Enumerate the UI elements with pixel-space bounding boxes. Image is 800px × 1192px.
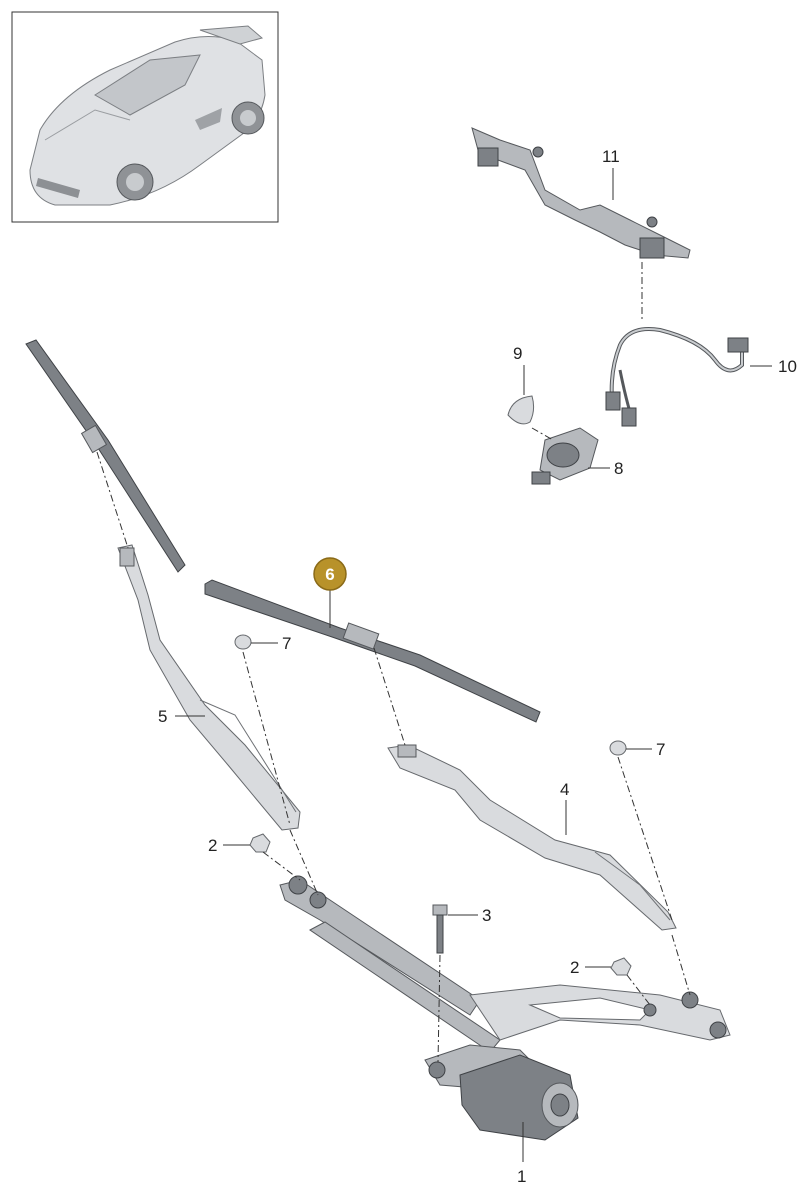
cap-left-part[interactable] — [234, 634, 252, 650]
wiper-linkage-motor-part[interactable] — [279, 875, 731, 1141]
nut-left-part[interactable] — [249, 833, 271, 853]
callout-2-right[interactable]: 2 — [570, 958, 611, 977]
svg-text:9: 9 — [513, 344, 522, 363]
rain-sensor-part[interactable] — [531, 427, 599, 485]
callout-5[interactable]: 5 — [158, 707, 205, 726]
svg-text:2: 2 — [570, 958, 579, 977]
callout-9[interactable]: 10 — [750, 357, 797, 376]
callout-7-left[interactable]: 7 — [251, 634, 291, 653]
left-wiper-arm-part[interactable] — [117, 544, 301, 831]
car-icon — [29, 25, 266, 206]
svg-text:1: 1 — [517, 1167, 526, 1186]
alignment-lines — [96, 262, 691, 1063]
callout-11[interactable]: 9 — [513, 344, 525, 395]
svg-text:3: 3 — [482, 906, 491, 925]
wiper-blade-part[interactable] — [204, 579, 541, 723]
highlight-badge — [313, 557, 347, 591]
svg-text:7: 7 — [282, 634, 291, 653]
nut-right-part[interactable] — [610, 957, 632, 976]
bolt-part[interactable] — [432, 904, 448, 954]
callout-10[interactable]: 11 — [602, 147, 620, 200]
svg-text:2: 2 — [208, 836, 217, 855]
cap-right-part[interactable] — [609, 740, 627, 756]
svg-text:6: 6 — [325, 565, 334, 584]
callout-7-right[interactable]: 7 — [626, 740, 665, 759]
bracket-part[interactable] — [471, 127, 691, 259]
svg-text:8: 8 — [614, 459, 623, 478]
sensor-pad-part[interactable] — [507, 395, 535, 425]
svg-text:5: 5 — [158, 707, 167, 726]
callout-4[interactable]: 4 — [560, 780, 569, 835]
wiring-harness-part[interactable] — [605, 327, 749, 427]
callout-2-left[interactable]: 2 — [208, 836, 250, 855]
callout-3[interactable]: 3 — [448, 906, 491, 925]
left-wiper-blade-part[interactable] — [25, 339, 186, 573]
callout-1[interactable]: 1 — [517, 1122, 526, 1186]
svg-text:11: 11 — [602, 147, 620, 166]
svg-text:4: 4 — [560, 780, 569, 799]
svg-text:7: 7 — [656, 740, 665, 759]
callout-8[interactable]: 8 — [588, 459, 623, 478]
right-wiper-arm-part[interactable] — [387, 744, 677, 931]
callout-6-highlight[interactable]: 6 — [313, 557, 347, 628]
vehicle-thumbnail[interactable] — [11, 11, 279, 223]
svg-text:10: 10 — [778, 357, 797, 376]
